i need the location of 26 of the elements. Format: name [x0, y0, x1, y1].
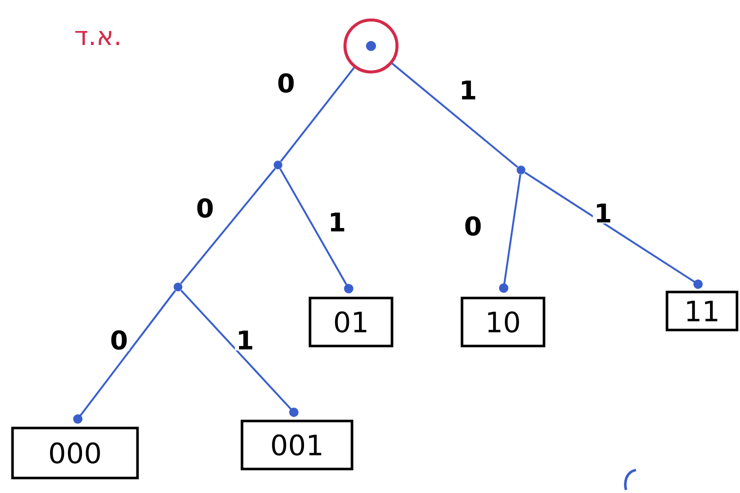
- branch-line: [73, 290, 176, 424]
- branch-line: [180, 168, 276, 284]
- leaf-box: 000: [11, 426, 139, 480]
- edge-label: 1: [234, 329, 256, 351]
- edge-label: 1: [458, 79, 478, 101]
- edge-label: 1: [326, 211, 348, 233]
- branch-line: [280, 67, 355, 162]
- tree-node-dot: [274, 160, 282, 170]
- leaf-box: 01: [308, 296, 394, 348]
- branch-line: [524, 172, 703, 289]
- branch-line: [279, 168, 354, 294]
- edge-label: 0: [108, 329, 130, 351]
- tree-node-dot: [174, 282, 182, 292]
- root-circle: [343, 18, 399, 74]
- edge-label: 1: [592, 202, 614, 224]
- leaf-box: 11: [666, 290, 738, 332]
- leaf-box: 10: [460, 296, 546, 348]
- tree-node-dot: [516, 166, 526, 174]
- edge-label: 0: [194, 197, 216, 219]
- leaf-box: 001: [240, 420, 354, 470]
- branch-line: [180, 290, 298, 417]
- branch-line: [499, 174, 522, 293]
- edge-label: 0: [462, 215, 484, 237]
- branch-line: [392, 62, 518, 168]
- edge-label: 0: [276, 72, 296, 94]
- title: ד.א.: [75, 30, 120, 46]
